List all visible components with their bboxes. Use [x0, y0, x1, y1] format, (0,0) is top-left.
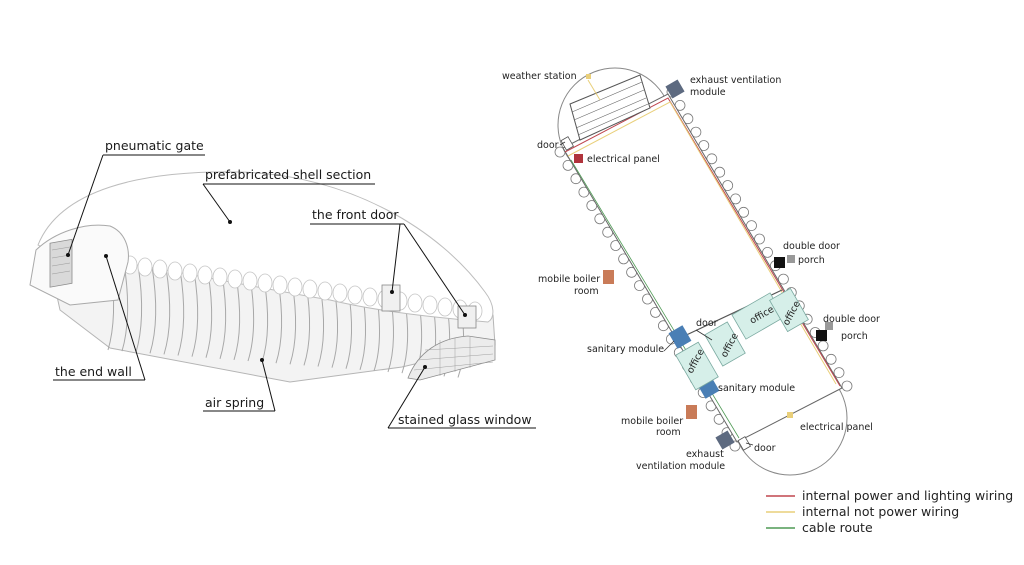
label-porch-2: porch [841, 331, 868, 342]
legend-label-cable: cable route [802, 520, 873, 535]
label-porch-1: porch [798, 255, 825, 266]
label-exhaust-bottom-2: ventilation module [636, 461, 725, 472]
label-end-wall: the end wall [55, 364, 132, 379]
label-sanitary-module-1: sanitary module [587, 344, 664, 355]
air-cushion [754, 233, 765, 245]
leader-dots [66, 220, 467, 369]
shell-air-cushion [182, 263, 198, 283]
label-prefabricated-shell: prefabricated shell section [205, 167, 371, 182]
label-double-door-1: double door [783, 241, 840, 252]
shell-air-cushion [227, 269, 243, 289]
sanitary-module-1 [668, 325, 692, 349]
legend: internal power and lighting wiring inter… [766, 488, 1013, 535]
shell-air-cushion [242, 271, 258, 291]
shell-air-cushion [347, 285, 363, 305]
label-exhaust-top-1: exhaust ventilation [690, 75, 781, 86]
air-cushion [738, 206, 749, 218]
air-spring-rib [135, 264, 143, 353]
shell-air-cushion [152, 259, 168, 279]
label-air-spring: air spring [205, 395, 264, 410]
shell-air-cushion [407, 293, 423, 313]
office-room-2 [704, 321, 746, 367]
air-cushion [833, 367, 845, 379]
electrical-panel-top [574, 154, 583, 163]
exhaust-module-bottom [715, 430, 735, 450]
label-electrical-panel-bottom: electrical panel [800, 422, 873, 433]
air-spring-rib [191, 270, 199, 357]
shell-air-cushion [287, 277, 303, 297]
shell-air-cushion [167, 261, 183, 281]
office-room-4 [769, 287, 809, 333]
air-spring-rib [163, 267, 171, 355]
label-exhaust-top-2: module [690, 87, 726, 98]
label-mobile-boiler-1b: room [574, 286, 599, 297]
air-cushion [778, 273, 789, 285]
weather-station-wire [587, 79, 601, 101]
stained-glass-grid [413, 337, 494, 376]
air-spring-rib [177, 269, 185, 356]
shelter-isometric: pneumatic gate prefabricated shell secti… [29, 138, 536, 429]
air-cushion [746, 220, 757, 232]
wiring-power [564, 97, 841, 387]
weather-station-panel-lines [571, 81, 649, 136]
plan-leader-lines [559, 141, 754, 446]
label-pneumatic-gate: pneumatic gate [105, 138, 204, 153]
label-front-door: the front door [312, 207, 399, 222]
label-mobile-boiler-2b: room [656, 427, 681, 438]
legend-label-not-power: internal not power wiring [802, 504, 959, 519]
shell-air-cushions [122, 255, 483, 321]
double-door-2 [816, 330, 827, 341]
shell-air-cushion [422, 295, 438, 315]
label-sanitary-module-2: sanitary module [718, 383, 795, 394]
shell-air-cushion [362, 287, 378, 307]
air-spring-rib [205, 272, 213, 358]
office-room-1 [675, 341, 719, 391]
label-double-door-2: double door [823, 314, 880, 325]
air-spring-rib [149, 266, 157, 354]
leader-lines [53, 154, 536, 429]
floor-plan: weather station exhaust ventilation modu… [502, 67, 880, 476]
double-door-1 [774, 257, 785, 268]
shell-air-cushion [212, 267, 228, 287]
shell-air-cushion [332, 283, 348, 303]
electrical-panel-bottom [787, 412, 793, 418]
shell-air-cushion [437, 297, 453, 317]
label-door-mid: door [696, 318, 718, 329]
shell-air-cushion [197, 265, 213, 285]
label-weather-station: weather station [502, 71, 577, 82]
label-mobile-boiler-2a: mobile boiler [621, 416, 683, 427]
air-cushion [841, 380, 853, 392]
exhaust-module-top [665, 79, 685, 99]
air-spring-rib [121, 263, 129, 352]
mobile-boiler-1 [603, 270, 614, 284]
weather-station-sensor [586, 74, 591, 79]
front-door-1 [381, 284, 401, 312]
shell-air-cushion [272, 275, 288, 295]
shell-air-cushion [302, 279, 318, 299]
label-stained-glass: stained glass window [398, 412, 532, 427]
mobile-boiler-2 [686, 405, 697, 419]
legend-label-power: internal power and lighting wiring [802, 488, 1013, 503]
shell-air-cushion [257, 273, 273, 293]
air-cushion [825, 353, 837, 365]
shell-air-cushion [317, 281, 333, 301]
air-cushion [762, 246, 773, 258]
door-bottom-marker [737, 436, 752, 451]
label-electrical-panel-top: electrical panel [587, 154, 660, 165]
label-door-top: door [537, 140, 559, 151]
door-top-marker [560, 136, 575, 151]
pneumatic-gate [49, 238, 73, 288]
porch-2 [825, 322, 833, 330]
shell-air-cushion [137, 257, 153, 277]
label-door-bottom: door [754, 443, 776, 454]
porch-1 [787, 255, 795, 263]
label-mobile-boiler-1a: mobile boiler [538, 274, 600, 285]
label-exhaust-bottom-1: exhaust [686, 449, 724, 460]
